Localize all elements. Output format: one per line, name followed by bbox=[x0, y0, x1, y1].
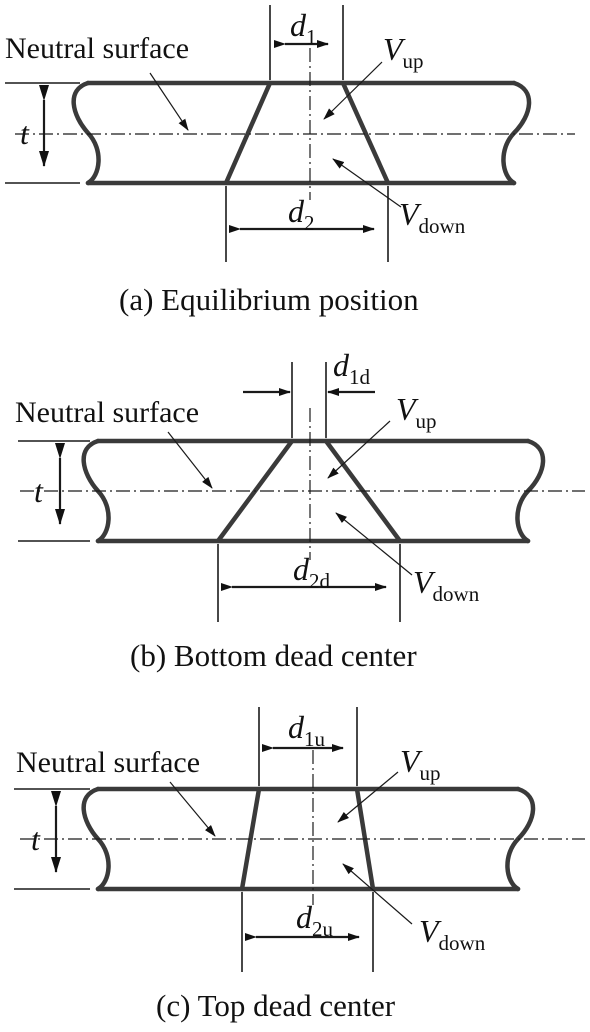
thickness-symbol: t bbox=[34, 473, 44, 509]
plate-right-break bbox=[501, 80, 532, 186]
v-down-label: Vdown bbox=[413, 564, 480, 606]
neutral-surface-leader bbox=[149, 72, 189, 131]
neutral-surface-leader bbox=[167, 431, 213, 489]
panel-c: t d1u d2u Neutral surface Vup Vdown (c) … bbox=[14, 707, 585, 1023]
v-up-label: Vup bbox=[400, 743, 441, 785]
bottom-dim-label: d2d bbox=[293, 551, 331, 593]
top-dim-label: d1 bbox=[290, 7, 317, 49]
v-down-label: Vdown bbox=[419, 913, 486, 955]
hole-left-wall bbox=[223, 80, 273, 186]
v-up-leader bbox=[327, 420, 391, 479]
v-up-leader bbox=[337, 771, 399, 823]
v-up-label: Vup bbox=[396, 391, 437, 433]
neutral-surface-label: Neutral surface bbox=[15, 396, 199, 429]
panel-caption: (c) Top dead center bbox=[156, 988, 396, 1023]
hole-left-wall bbox=[239, 786, 262, 892]
bottom-dim-label: d2u bbox=[296, 899, 334, 941]
neutral-surface-label: Neutral surface bbox=[5, 32, 189, 65]
v-down-label: Vdown bbox=[399, 196, 466, 238]
panel-caption: (b) Bottom dead center bbox=[130, 638, 417, 673]
v-down-leader bbox=[332, 158, 402, 208]
v-down-leader bbox=[342, 863, 413, 925]
panel-caption: (a) Equilibrium position bbox=[119, 282, 419, 317]
top-dim-label: d1u bbox=[288, 709, 326, 751]
plate-left-break bbox=[71, 80, 101, 186]
panel-b: t d1d d2d Neutral surface Vup Vdown (b) … bbox=[15, 347, 585, 673]
thickness-symbol: t bbox=[20, 115, 30, 151]
hole-right-wall bbox=[340, 80, 391, 186]
neutral-surface-label: Neutral surface bbox=[16, 746, 200, 779]
bottom-dim-label: d2 bbox=[288, 193, 315, 235]
panel-a: t d1 d2 Neutral surface Vup Vdown (a) Eq… bbox=[5, 5, 575, 317]
top-dim-label: d1d bbox=[333, 347, 371, 389]
v-up-label: Vup bbox=[383, 31, 424, 73]
v-up-leader bbox=[323, 61, 383, 120]
neutral-surface-leader bbox=[169, 781, 216, 837]
v-down-leader bbox=[335, 512, 413, 576]
thickness-symbol: t bbox=[31, 821, 41, 857]
